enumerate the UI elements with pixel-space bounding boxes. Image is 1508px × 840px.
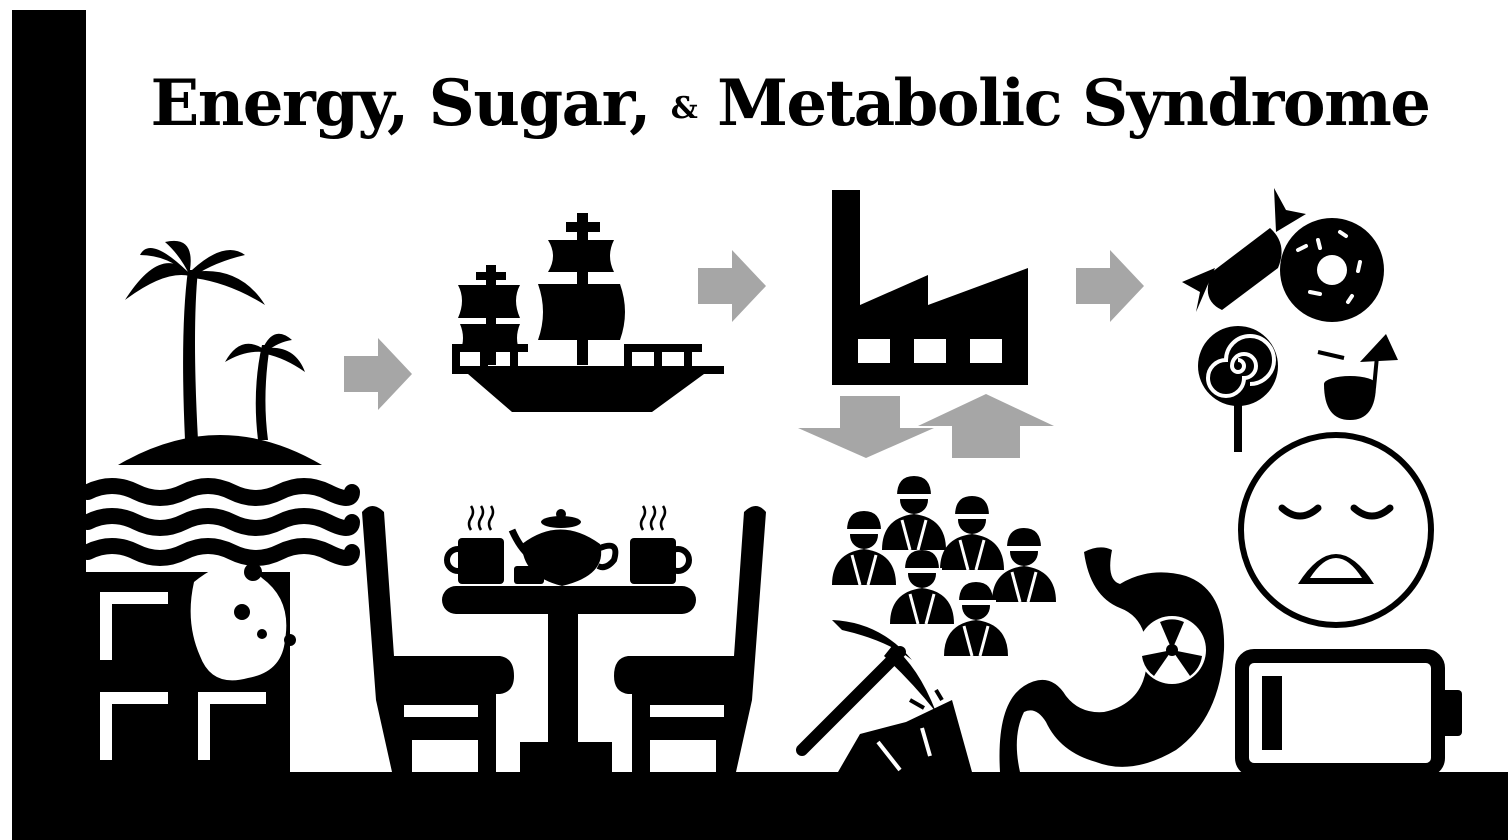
rock-icon [838,688,972,772]
ocean-waves-icon [80,478,360,566]
sailing-ship-icon [452,213,724,412]
sugar-cubes-icon [86,563,296,772]
pickaxe-icon [796,620,936,756]
left-frame-bar [12,10,86,840]
coconut-drink-icon [1317,334,1398,420]
arrow-right-3 [1076,250,1144,322]
palm-island-icon [118,240,322,465]
title-part1: Energy, Sugar, [150,66,651,141]
lollipop-icon [1198,326,1278,452]
arrow-down [798,396,934,458]
tea-table-icon [442,586,696,772]
coffee-cup-icon [444,505,692,584]
title-ampersand: & [670,91,698,126]
title-part2: Metabolic Syndrome [717,66,1431,141]
arrow-right-1 [344,338,412,410]
workers-group-icon [832,476,1056,657]
ground-bar [12,772,1508,840]
chair-icon [362,506,766,772]
low-battery-icon [1235,649,1462,777]
candy-icon [1182,188,1306,312]
stomach-radiation-icon [999,547,1225,772]
arrow-up [918,394,1054,458]
arrow-right-2 [698,250,766,322]
teapot-icon [508,509,619,586]
sad-face-icon [1238,432,1434,628]
donut-icon [1280,218,1384,322]
factory-icon [832,190,1028,385]
page-title: Energy, Sugar, & Metabolic Syndrome [88,66,1492,141]
